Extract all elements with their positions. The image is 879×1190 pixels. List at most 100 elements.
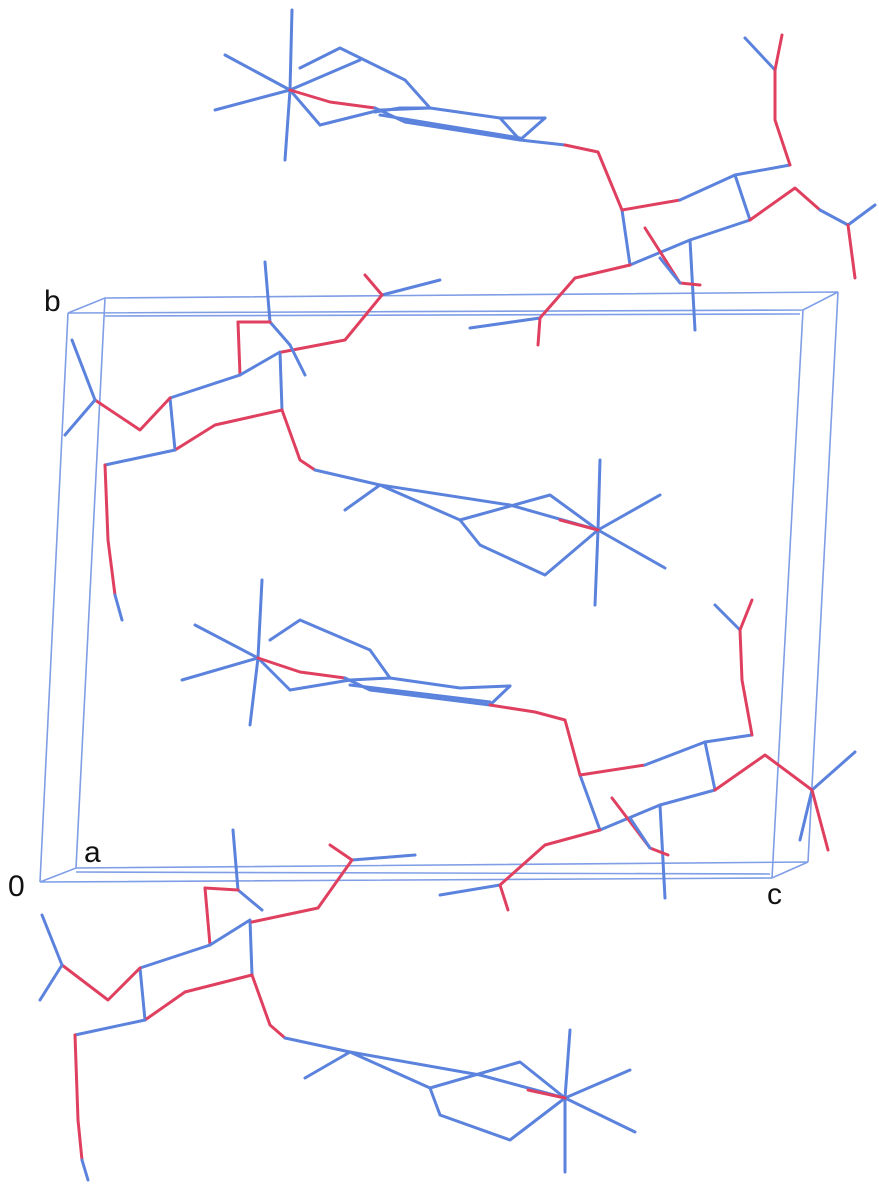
molecule-bottom	[38, 828, 637, 1182]
oxygen-bond	[250, 973, 287, 1040]
oxygen-bond	[143, 973, 254, 1022]
oxygen-bond	[280, 293, 384, 354]
molecule-top	[213, 8, 877, 347]
carbon-bond	[288, 8, 294, 92]
carbon-bond	[703, 733, 754, 744]
carbon-bond	[596, 528, 667, 570]
unit-cell-box	[39, 291, 839, 883]
cell-edge	[771, 309, 804, 879]
carbon-bond	[63, 398, 97, 437]
oxygen-bond	[363, 273, 384, 297]
oxygen-bond	[73, 1033, 84, 1162]
oxygen-bond	[738, 628, 754, 737]
oxygen-bond	[620, 198, 682, 212]
carbon-bond	[468, 316, 542, 330]
carbon-bond	[348, 683, 492, 704]
oxygen-bond	[280, 408, 317, 472]
carbon-bond	[643, 740, 717, 807]
cell-edge	[807, 291, 839, 863]
carbon-bond	[343, 676, 512, 707]
carbon-bond	[283, 1036, 352, 1080]
cell-back-face	[67, 291, 839, 314]
molecule-layer	[38, 8, 877, 1182]
carbon-bond	[103, 448, 177, 467]
oxygen-bond	[713, 753, 814, 792]
carbon-bond	[288, 58, 362, 92]
oxygen-bond	[60, 963, 142, 1002]
cell-inner-edge	[75, 871, 771, 875]
oxygen-bond	[773, 68, 792, 167]
carbon-bond	[563, 1068, 632, 1100]
carbon-bond	[563, 1028, 572, 1100]
carbon-bond	[798, 788, 814, 842]
oxygen-bond	[738, 598, 754, 632]
oxygen-bond	[498, 828, 602, 887]
carbon-bond	[593, 528, 600, 607]
carbon-bond	[733, 163, 792, 177]
carbon-bond	[380, 278, 442, 297]
carbon-bond	[73, 1018, 147, 1037]
carbon-bond	[80, 1158, 90, 1182]
oxygen-bond	[236, 320, 242, 377]
cell-edge	[39, 312, 69, 883]
carbon-bond	[180, 656, 260, 682]
oxygen-bond	[526, 1088, 567, 1100]
axis-label-a: a	[84, 836, 101, 869]
carbon-bond	[208, 918, 254, 977]
carbon-bond	[168, 373, 242, 452]
oxygen-bond	[773, 33, 784, 72]
carbon-bond	[438, 883, 502, 897]
oxygen-bond	[250, 858, 354, 924]
carbon-bond	[288, 88, 322, 127]
carbon-bond	[743, 36, 777, 72]
carbon-bond	[193, 623, 260, 660]
cell-inner-edge	[104, 313, 801, 317]
carbon-bond	[428, 1086, 567, 1142]
carbon-bond	[458, 518, 600, 577]
oxygen-bond	[93, 396, 172, 432]
carbon-bond	[818, 203, 877, 227]
carbon-bond	[256, 578, 264, 660]
oxygen-bond	[203, 886, 212, 947]
oxygen-bond	[558, 518, 600, 532]
carbon-bond	[628, 816, 652, 850]
carbon-bond	[596, 458, 602, 532]
molecule-lower-middle	[180, 578, 857, 912]
oxygen-bond	[203, 886, 240, 892]
carbon-bond	[288, 343, 307, 377]
oxygen-bond	[173, 408, 284, 452]
axis-label-b: b	[44, 285, 61, 318]
carbon-bond	[373, 106, 547, 142]
cell-front-face	[39, 861, 809, 883]
carbon-bond	[578, 773, 602, 832]
cell-edge	[75, 297, 106, 869]
carbon-bond	[596, 493, 662, 532]
carbon-bond	[223, 53, 292, 92]
carbon-bond	[213, 88, 292, 112]
carbon-bond	[283, 88, 292, 162]
oxygen-bond	[103, 463, 117, 597]
carbon-bond	[70, 338, 97, 402]
carbon-bond	[658, 256, 682, 285]
oxygen-bond	[538, 263, 632, 320]
molecule-upper-middle	[63, 260, 667, 622]
carbon-bond	[231, 828, 264, 912]
oxygen-bond	[748, 186, 822, 222]
oxygen-bond	[810, 788, 830, 852]
oxygen-bond	[488, 703, 582, 777]
carbon-bond	[378, 483, 600, 532]
oxygen-bond	[256, 656, 347, 680]
carbon-bond	[38, 963, 64, 1002]
carbon-bond	[238, 350, 284, 412]
carbon-bond	[40, 913, 64, 967]
carbon-bond	[263, 260, 292, 347]
carbon-bond	[563, 1096, 637, 1134]
axis-label-c: c	[767, 878, 782, 911]
oxygen-bond	[578, 763, 647, 777]
carbon-bond	[138, 943, 212, 1022]
oxygen-bond	[536, 316, 542, 347]
carbon-bond	[288, 676, 512, 692]
oxygen-bond	[563, 143, 624, 212]
carbon-bond	[348, 1050, 567, 1100]
